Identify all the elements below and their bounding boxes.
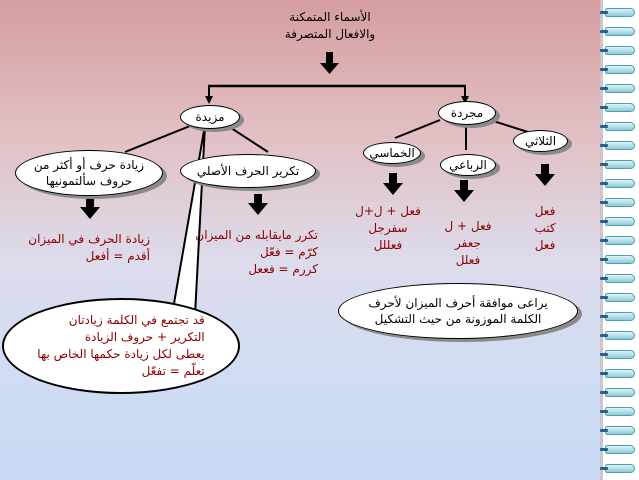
callout-line: تعلّم = تفعّل	[141, 364, 205, 378]
ring-icon	[600, 350, 635, 359]
ring-icon	[600, 46, 635, 55]
down-arrow-icon	[80, 207, 100, 219]
node-mujarrada: مجردة	[438, 101, 496, 125]
ring-icon	[600, 255, 635, 264]
examples-rubai: فعل + ل جعفر فعلل	[438, 218, 498, 269]
down-arrow-icon	[541, 164, 549, 175]
ring-icon	[600, 65, 635, 74]
down-arrow-icon	[248, 203, 268, 215]
down-arrow-icon	[326, 52, 333, 64]
ring-icon	[600, 179, 635, 188]
ring-icon	[600, 198, 635, 207]
ring-icon	[600, 274, 635, 283]
branch-line	[394, 119, 441, 139]
ring-icon	[600, 464, 635, 473]
down-arrow-icon	[383, 183, 403, 195]
callout-line: قد تجتمع في الكلمة زيادتان	[68, 313, 205, 327]
ring-icon	[600, 331, 635, 340]
branch-line	[489, 119, 529, 133]
example-line: فعل	[534, 238, 556, 252]
callout-pointer	[170, 124, 206, 316]
ring-icon	[600, 122, 635, 131]
title-line-2: والافعال المتصرفة	[284, 27, 376, 41]
down-arrow-icon	[320, 63, 339, 74]
title-line-1: الأسماء المتمكنة	[289, 10, 371, 24]
node-takrir-harf: تكرير الحرف الأصلي	[180, 154, 316, 188]
ring-icon	[600, 141, 635, 150]
example-line: تكرر مايقابله من الميزان	[195, 228, 318, 242]
example-line: كتب	[534, 221, 556, 235]
example-line: فعل	[534, 204, 556, 218]
down-arrow-icon	[86, 198, 94, 208]
ring-icon	[600, 103, 635, 112]
ring-icon	[600, 8, 635, 17]
branch-line	[227, 125, 269, 153]
ring-icon	[600, 369, 635, 378]
node-rubai: الرباعي	[440, 154, 496, 176]
branch-line	[124, 125, 191, 153]
down-arrow-icon	[254, 194, 262, 204]
example-line: زيادة الحرف في الميزان	[28, 232, 150, 246]
spiral-binding	[600, 0, 639, 480]
example-line: أقدم = أفعل	[85, 249, 150, 263]
ring-icon	[600, 217, 635, 226]
example-line: سفرجل	[368, 221, 408, 235]
node-thulathi: الثلاثي	[513, 130, 568, 152]
example-line: جعفر	[455, 236, 481, 250]
example-line: كرّم = فعّل	[259, 245, 318, 259]
ring-icon	[600, 426, 635, 435]
node-muraa-note: يراعى موافقة أحرف الميزان لأحرف الكلمة ا…	[338, 283, 578, 339]
ring-icon	[600, 236, 635, 245]
example-line: فعللل	[373, 238, 403, 252]
ring-icon	[600, 407, 635, 416]
examples-khumasi: فعل + ل+ل سفرجل فعللل	[348, 203, 428, 254]
ring-icon	[600, 445, 635, 454]
example-line: فعل + ل	[444, 219, 492, 233]
example-line: فعل + ل+ل	[355, 204, 421, 218]
node-mazida: مزيدة	[180, 105, 240, 129]
ring-icon	[600, 293, 635, 302]
down-arrow-icon	[460, 180, 468, 191]
ring-icon	[600, 388, 635, 397]
diagram-title: الأسماء المتمكنة والافعال المتصرفة	[270, 9, 390, 43]
down-arrow-icon	[535, 174, 555, 186]
callout-line: يعطى لكل زيادة حكمها الخاص بها	[37, 347, 205, 361]
ring-icon	[600, 312, 635, 321]
examples-thulathi: فعل كتب فعل	[520, 203, 570, 254]
ring-icon	[600, 27, 635, 36]
ring-icon	[600, 160, 635, 169]
node-khumasi: الخماسي	[363, 142, 421, 164]
node-ziyada-harf: زيادة حرف أو أكثر من حروف سألتمونيها	[15, 150, 163, 196]
down-arrow-icon	[454, 190, 474, 202]
examples-ziyada: زيادة الحرف في الميزان أقدم = أفعل	[28, 231, 150, 265]
callout-line: التكرير + حروف الزيادة	[84, 330, 205, 344]
example-line: فعلل	[455, 253, 481, 267]
down-arrow-icon	[389, 173, 397, 184]
examples-takrir: تكرر مايقابله من الميزان كرّم = فعّل كرر…	[190, 227, 318, 278]
ring-icon	[600, 84, 635, 93]
callout-bubble: قد تجتمع في الكلمة زيادتان التكرير + حرو…	[2, 298, 240, 394]
example-line: كررم = فععل	[248, 262, 318, 276]
